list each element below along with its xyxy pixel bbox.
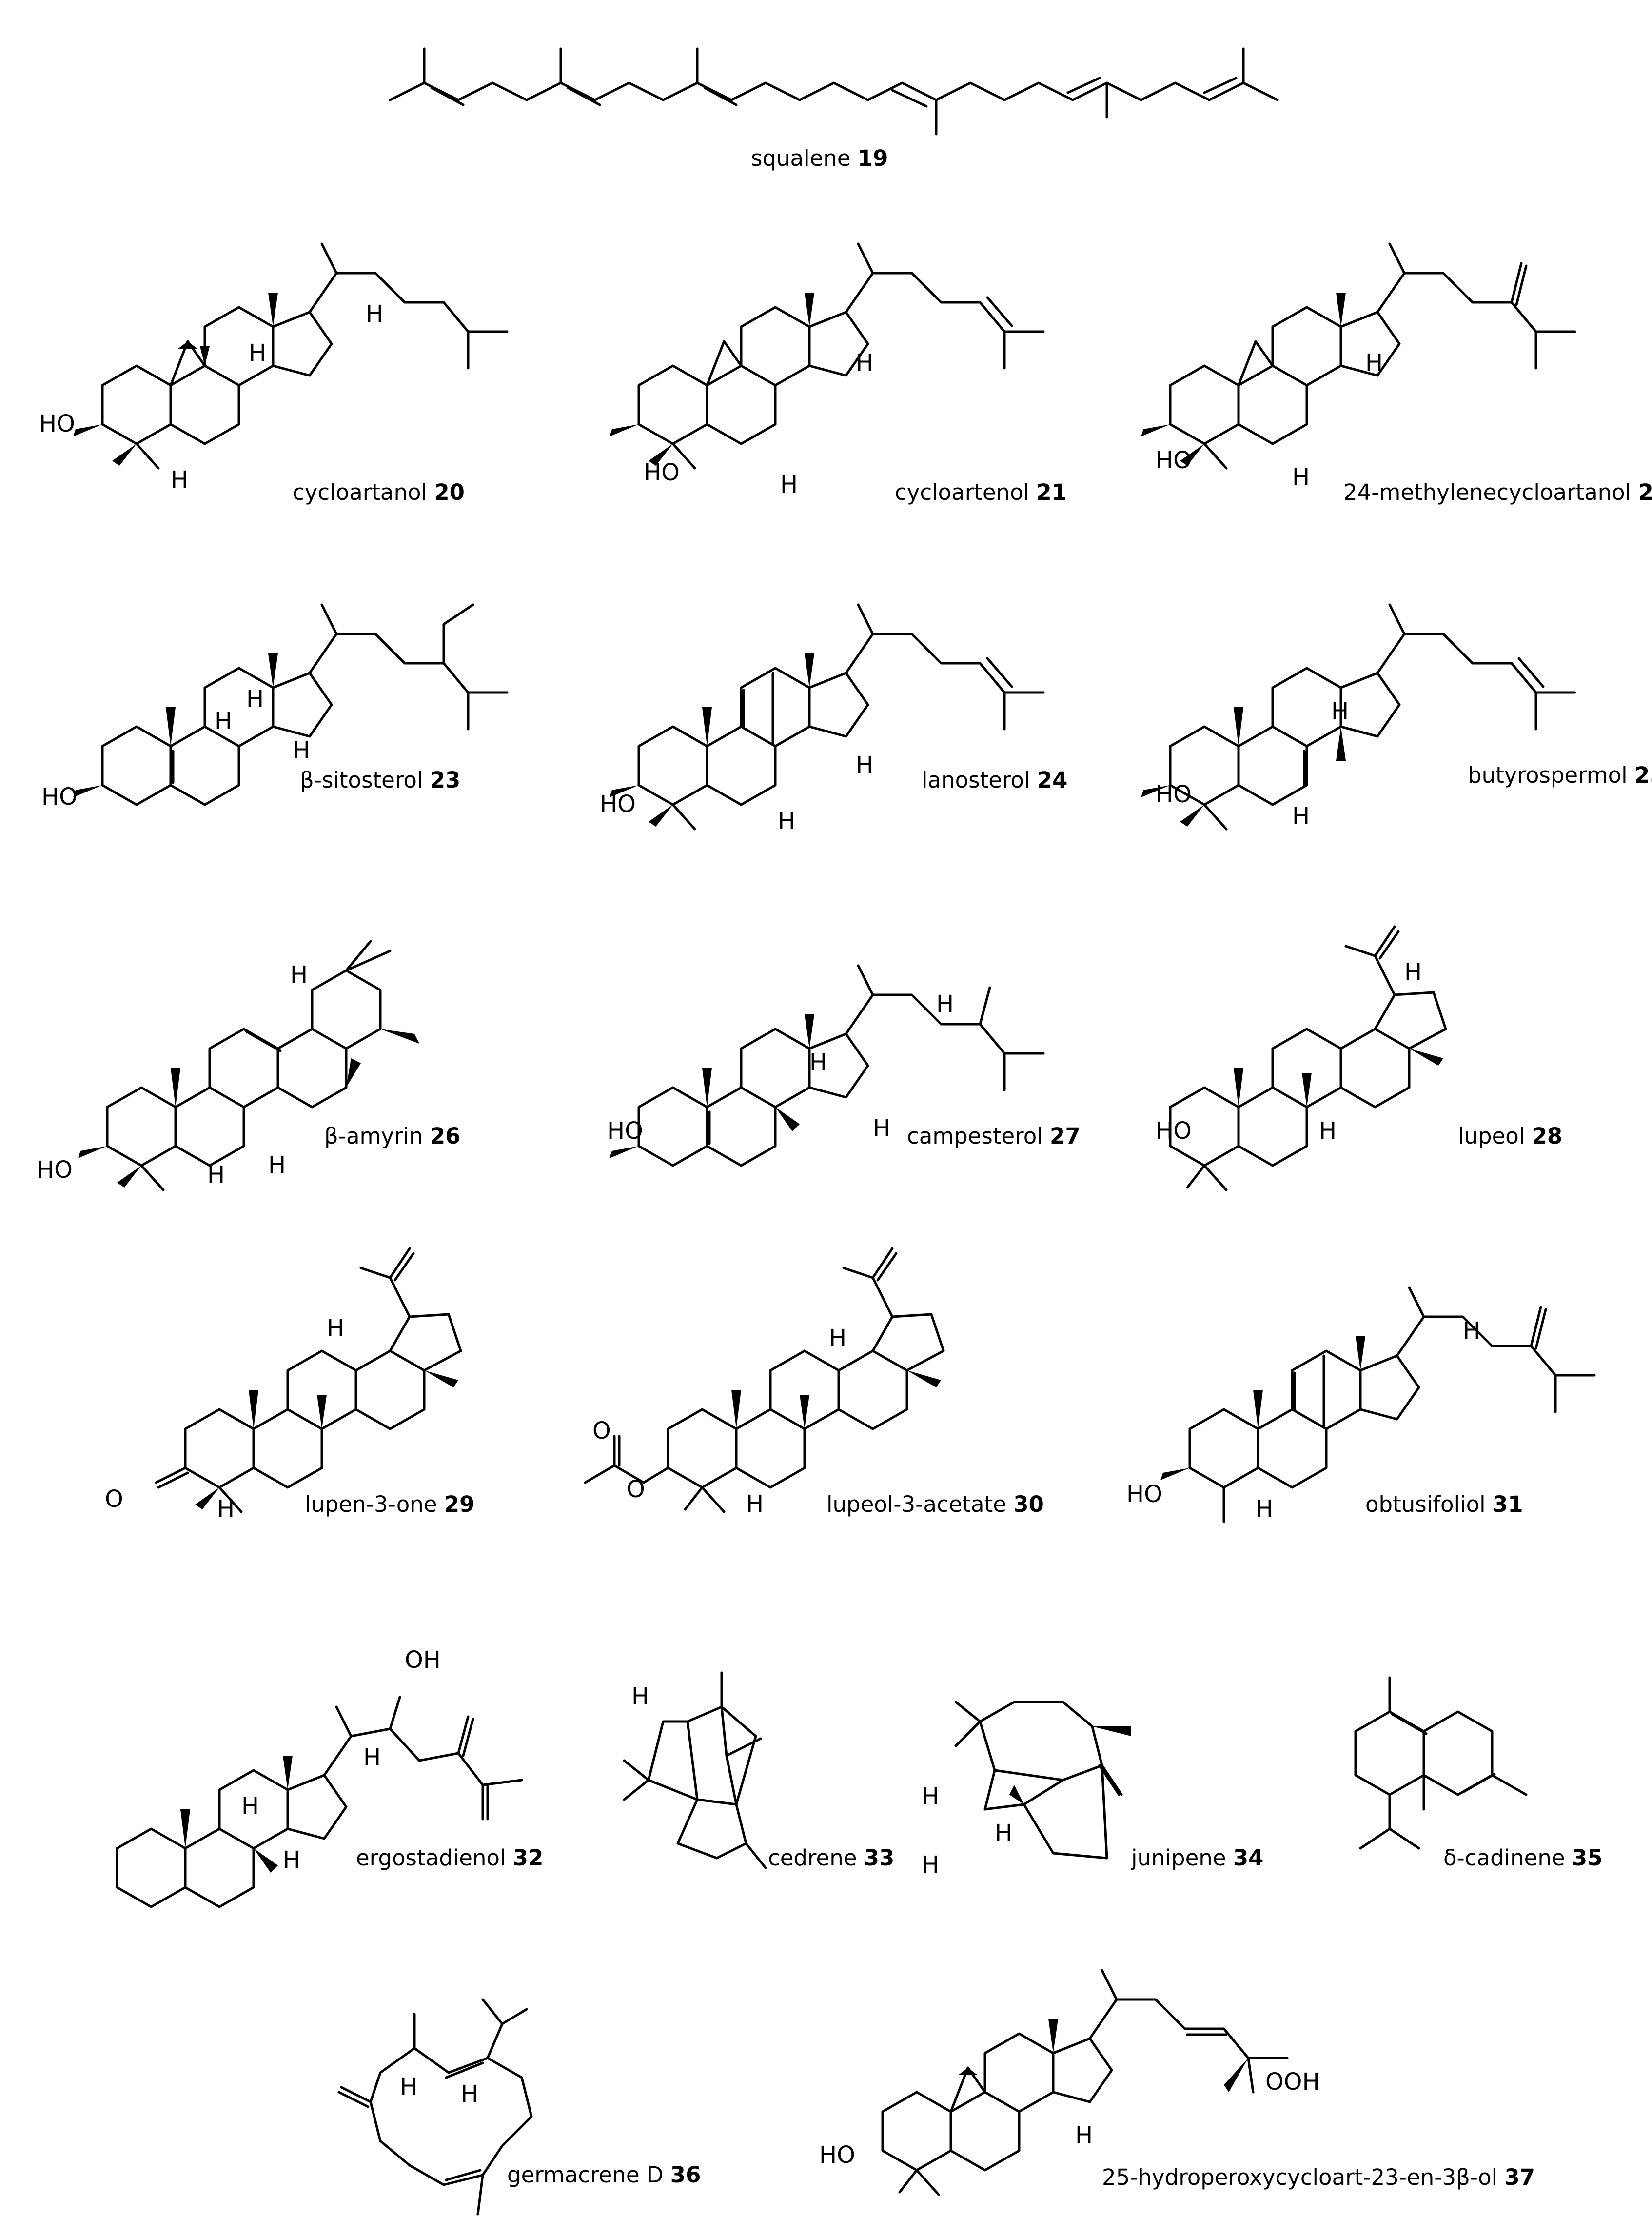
atom-h: H (1256, 1495, 1273, 1523)
atom-h: H (283, 1846, 300, 1874)
caption-germacrene: germacrene D 36 (507, 2162, 701, 2188)
caption-cycloartenol: cycloartenol 21 (895, 479, 1067, 505)
atom-ho: HO (1126, 1481, 1162, 1508)
structure-methylenecycloartanol (1141, 242, 1576, 470)
atom-h: H (1292, 464, 1310, 491)
atom-ho: HO (37, 1156, 73, 1184)
caption-hydroperoxy: 25-hydroperoxycycloart-23-en-3β-ol 37 (1102, 2164, 1535, 2190)
atom-ho: HO (819, 2141, 855, 2169)
atom-ho: HO (39, 410, 75, 437)
structure-butyrospermol (1141, 603, 1576, 831)
structure-lanosterol (610, 603, 1045, 831)
atom-ho: HO (1156, 1117, 1192, 1145)
caption-lupeolacetate: lupeol-3-acetate 30 (826, 1491, 1044, 1517)
caption-lanosterol: lanosterol 24 (922, 767, 1067, 793)
atom-h: H (290, 961, 308, 989)
atom-h: H (873, 1115, 890, 1142)
atom-h: H (1463, 1317, 1480, 1345)
atom-h: H (922, 1783, 939, 1810)
atom-ho: HO (1156, 447, 1192, 474)
structure-germacrene (337, 1998, 533, 2216)
structure-lupeolacetate (584, 1247, 944, 1513)
atom-h: H (246, 686, 264, 713)
atom-h: H (1319, 1117, 1337, 1145)
atom-h: H (922, 1851, 939, 1879)
atom-ooh: OOH (1265, 2068, 1320, 2096)
structure-junipene (954, 1701, 1131, 1860)
structure-cedrene (623, 1671, 767, 1869)
atom-h: H (778, 808, 795, 835)
atom-h: H (809, 1049, 827, 1076)
structure-sitosterol (73, 603, 509, 805)
atom-h: H (461, 2080, 478, 2108)
atom-h: H (995, 1820, 1012, 1847)
atom-h: H (1365, 349, 1383, 376)
caption-squalene: squalene 19 (751, 145, 888, 171)
caption-cycloartanol: cycloartanol 20 (293, 479, 465, 505)
caption-cadinene: δ-cadinene 35 (1443, 1845, 1603, 1871)
structure-squalene (389, 47, 1279, 136)
caption-methylenecycloartanol: 24-methylenecycloartanol 22 (1343, 479, 1652, 505)
atom-h: H (400, 2073, 417, 2100)
structure-lupeol (1170, 925, 1446, 1191)
atom-h: H (780, 471, 798, 498)
structure-cycloartenol (610, 242, 1045, 470)
atom-h: H (856, 752, 873, 779)
atom-h: H (249, 339, 266, 367)
atom-h: H (1331, 698, 1349, 725)
structure-amyrin (78, 940, 419, 1191)
atom-h: H (217, 1495, 235, 1523)
caption-obtusifoliol: obtusifoliol 31 (1365, 1491, 1523, 1517)
atom-ho: HO (1156, 781, 1192, 808)
atom-h: H (215, 708, 232, 735)
atom-ho: HO (41, 783, 78, 811)
atom-h: H (171, 466, 188, 494)
structure-campesterol (610, 964, 1045, 1166)
atom-h: H (366, 300, 383, 328)
atom-h: H (1075, 2122, 1093, 2149)
atom-h: H (936, 990, 954, 1018)
structure-ergostadienol (117, 1696, 523, 1907)
atom-o: O (592, 1417, 611, 1445)
atom-o: O (105, 1485, 123, 1513)
caption-lupenone: lupen-3-one 29 (305, 1491, 474, 1517)
structure-lupenone (155, 1247, 461, 1513)
atom-h: H (856, 349, 873, 376)
caption-lupeol: lupeol 28 (1458, 1123, 1562, 1149)
caption-amyrin: β-amyrin 26 (324, 1123, 460, 1149)
atom-h: H (631, 1683, 649, 1710)
atom-h: H (207, 1161, 225, 1188)
structure-cadinene (1354, 1676, 1528, 1850)
caption-ergostadienol: ergostadienol 32 (356, 1845, 543, 1871)
structure-cycloartanol (73, 242, 509, 470)
atom-h: H (1404, 959, 1422, 986)
atom-h: H (746, 1490, 764, 1518)
atom-ho: HO (600, 791, 636, 818)
atom-o: O (627, 1476, 645, 1503)
atom-h: H (293, 737, 310, 764)
structure-hydroperoxy (883, 1969, 1289, 2196)
caption-butyrospermol: butyrospermol 25 (1468, 762, 1652, 788)
caption-campesterol: campesterol 27 (907, 1123, 1081, 1149)
atom-h: H (268, 1151, 286, 1179)
atom-h: H (241, 1793, 259, 1820)
caption-sitosterol: β-sitosterol 23 (300, 767, 460, 793)
structure-obtusifoliol (1160, 1286, 1596, 1523)
atom-h: H (1292, 803, 1310, 830)
atom-oh: OH (405, 1646, 441, 1674)
atom-ho: HO (607, 1117, 643, 1145)
caption-junipene: junipene 34 (1131, 1845, 1263, 1871)
caption-cedrene: cedrene 33 (768, 1845, 894, 1871)
atom-h: H (327, 1315, 344, 1342)
atom-h: H (829, 1325, 846, 1352)
atom-ho: HO (644, 459, 680, 486)
atom-h: H (363, 1744, 381, 1771)
